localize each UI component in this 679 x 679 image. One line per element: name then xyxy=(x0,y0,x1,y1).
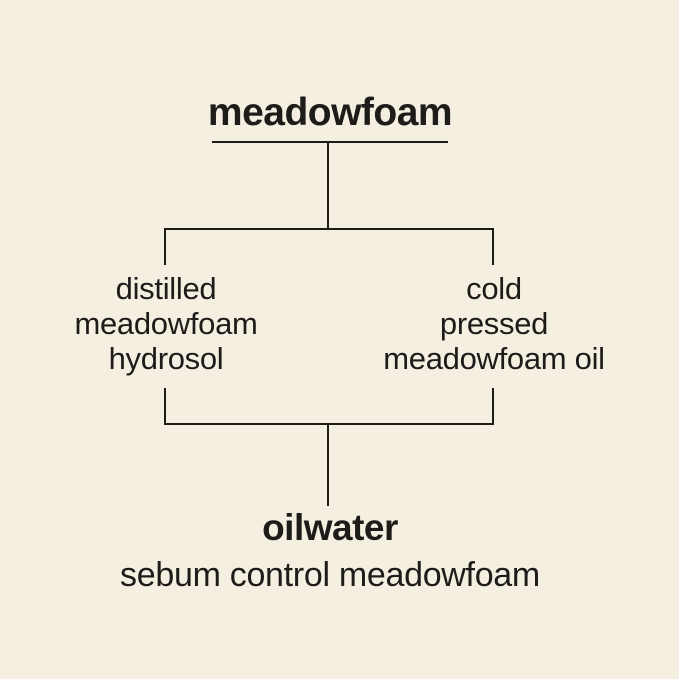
branch-distilled-hydrosol: distilled meadowfoam hydrosol xyxy=(74,271,257,376)
branch-left-line-3: hydrosol xyxy=(108,341,224,376)
branch-cold-pressed-oil: cold pressed meadowfoam oil xyxy=(383,271,605,376)
split-bracket-line xyxy=(164,228,494,265)
product-subtitle-label: sebum control meadowfoam xyxy=(120,556,540,594)
product-name-label: oilwater xyxy=(262,507,398,548)
root-connector-line xyxy=(327,143,329,229)
branch-left-line-2: meadowfoam xyxy=(74,306,258,341)
branch-right-line-2: pressed xyxy=(439,306,549,341)
merge-connector-line xyxy=(327,425,329,506)
merge-bracket-line xyxy=(164,388,494,425)
root-underline xyxy=(212,141,448,143)
branch-left-line-1: distilled xyxy=(115,271,217,306)
branch-right-line-1: cold xyxy=(466,271,522,306)
branch-right-line-3: meadowfoam oil xyxy=(383,341,605,376)
root-ingredient-label: meadowfoam xyxy=(207,91,453,134)
